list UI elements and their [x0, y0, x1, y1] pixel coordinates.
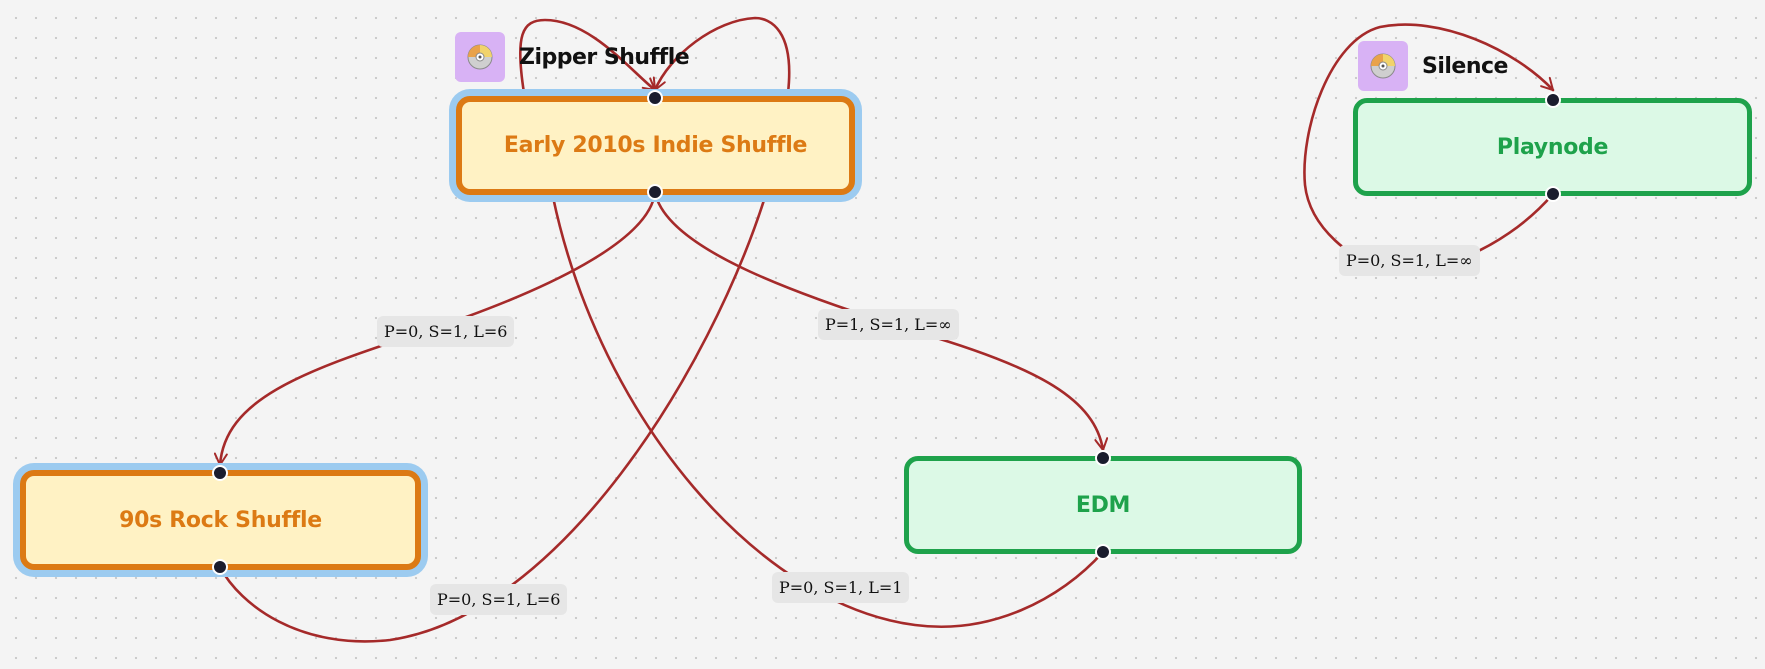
output-port[interactable] — [1095, 544, 1111, 560]
group-label-silence: Silence — [1358, 41, 1508, 91]
group-label-zipper-shuffle: Zipper Shuffle — [455, 32, 690, 82]
edge-label-rock-to-indie[interactable]: P=0, S=1, L=6 — [430, 584, 568, 615]
node-label: EDM — [1075, 492, 1131, 518]
disc-icon — [1358, 41, 1408, 91]
node-early-2010s-indie-shuffle[interactable]: Early 2010s Indie Shuffle — [456, 96, 855, 195]
input-port[interactable] — [212, 465, 228, 481]
node-label: Early 2010s Indie Shuffle — [503, 133, 808, 158]
edge-edm-to-indie — [551, 195, 1105, 628]
output-port[interactable] — [212, 559, 228, 575]
input-port[interactable] — [1545, 92, 1561, 108]
node-label: 90s Rock Shuffle — [119, 507, 322, 533]
edge-indie-group-loop-left — [518, 18, 657, 95]
disc-icon — [455, 32, 505, 82]
node-label: Playnode — [1496, 134, 1609, 160]
node-90s-rock-shuffle[interactable]: 90s Rock Shuffle — [20, 470, 421, 570]
group-title: Silence — [1422, 53, 1508, 79]
edge-label-playnode-loop[interactable]: P=0, S=1, L=∞ — [1339, 245, 1480, 276]
input-port[interactable] — [1095, 450, 1111, 466]
edge-indie-group-loop-right — [652, 16, 791, 95]
node-playnode[interactable]: Playnode — [1353, 98, 1752, 196]
input-port[interactable] — [647, 90, 663, 106]
edge-label-edm-to-indie[interactable]: P=0, S=1, L=1 — [772, 572, 910, 603]
node-edm[interactable]: EDM — [904, 456, 1302, 554]
group-title: Zipper Shuffle — [519, 44, 690, 70]
edge-label-indie-to-rock[interactable]: P=0, S=1, L=6 — [377, 316, 515, 347]
output-port[interactable] — [1545, 186, 1561, 202]
edge-rock-to-indie — [218, 195, 767, 643]
output-port[interactable] — [647, 184, 663, 200]
edge-label-indie-to-edm[interactable]: P=1, S=1, L=∞ — [818, 309, 959, 340]
